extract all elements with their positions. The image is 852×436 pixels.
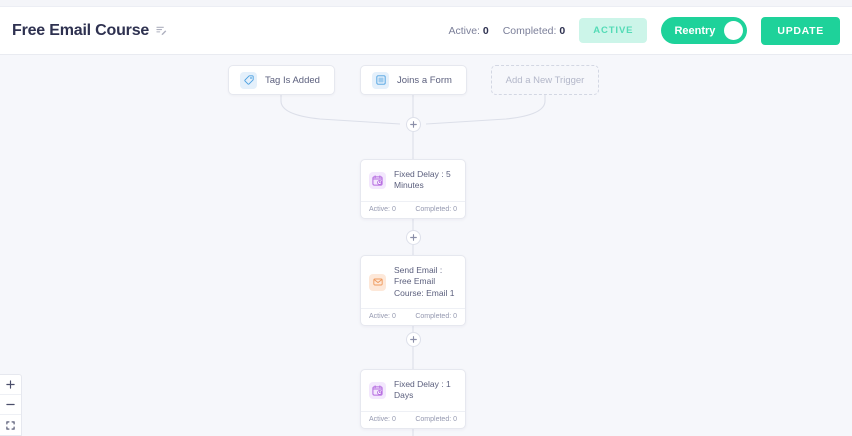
node-stats: Active: 0 Completed: 0 (361, 200, 465, 218)
reentry-toggle-knob (724, 21, 744, 40)
reentry-toggle[interactable]: Reentry (661, 17, 748, 44)
node-active-stat: Active: 0 (369, 313, 396, 321)
active-count-value: 0 (482, 24, 489, 37)
action-node-fixed-delay-5-minutes[interactable]: Fixed Delay : 5 Minutes Active: 0 Comple… (360, 159, 466, 219)
fit-screen-icon[interactable] (0, 415, 21, 435)
header-right-group: Active: 0 Completed: 0 ACTIVE Reentry UP… (448, 16, 852, 45)
node-completed-stat: Completed: 0 (415, 313, 457, 321)
tag-icon (240, 71, 257, 89)
zoom-in-icon[interactable] (0, 375, 21, 395)
add-new-trigger-label: Add a New Trigger (505, 74, 585, 86)
node-header: Send Email : Free Email Course: Email 1 (361, 256, 465, 308)
add-step-button-2[interactable] (406, 230, 421, 245)
envelope-icon (369, 273, 386, 291)
add-step-button-1[interactable] (406, 117, 421, 132)
app-header: Free Email Course Active: 0 Completed: 0… (0, 7, 852, 55)
trigger-label: Joins a Form (397, 74, 452, 86)
clock-delay-icon (369, 171, 386, 189)
reentry-toggle-label: Reentry (674, 24, 716, 37)
node-stats: Active: 0 Completed: 0 (361, 410, 465, 428)
status-badge: ACTIVE (579, 18, 648, 43)
workflow-canvas[interactable]: Tag Is Added Joins a Form Add a New Trig… (0, 55, 852, 436)
action-node-send-email[interactable]: Send Email : Free Email Course: Email 1 … (360, 255, 466, 327)
node-title: Send Email : Free Email Course: Email 1 (394, 265, 455, 298)
clock-delay-icon (369, 381, 386, 399)
trigger-node-tag-is-added[interactable]: Tag Is Added (228, 65, 335, 95)
node-header: Fixed Delay : 1 Days (361, 370, 465, 411)
node-active-stat: Active: 0 (369, 205, 396, 213)
action-node-fixed-delay-1-days[interactable]: Fixed Delay : 1 Days Active: 0 Completed… (360, 369, 466, 429)
node-completed-stat: Completed: 0 (415, 205, 457, 213)
node-completed-stat: Completed: 0 (415, 415, 457, 423)
completed-count-label: Completed: (502, 24, 557, 37)
add-step-button-3[interactable] (406, 332, 421, 347)
top-strip (0, 0, 852, 7)
active-count-stat: Active: 0 (448, 25, 488, 37)
active-count-label: Active: (448, 24, 480, 37)
completed-count-value: 0 (559, 24, 566, 37)
trigger-label: Tag Is Added (265, 74, 320, 86)
page-title: Free Email Course (12, 21, 150, 39)
trigger-node-joins-a-form[interactable]: Joins a Form (360, 65, 467, 95)
zoom-controls (0, 374, 22, 436)
zoom-out-icon[interactable] (0, 395, 21, 415)
completed-count-stat: Completed: 0 (503, 25, 565, 37)
update-button[interactable]: UPDATE (761, 16, 840, 45)
header-left-group: Free Email Course (0, 22, 167, 40)
form-icon (372, 71, 389, 89)
node-stats: Active: 0 Completed: 0 (361, 308, 465, 325)
node-header: Fixed Delay : 5 Minutes (361, 160, 465, 201)
edit-pencil-icon[interactable] (156, 25, 167, 36)
node-active-stat: Active: 0 (369, 415, 396, 423)
add-new-trigger-button[interactable]: Add a New Trigger (491, 65, 599, 95)
node-title: Fixed Delay : 1 Days (394, 379, 451, 401)
node-title: Fixed Delay : 5 Minutes (394, 169, 451, 191)
